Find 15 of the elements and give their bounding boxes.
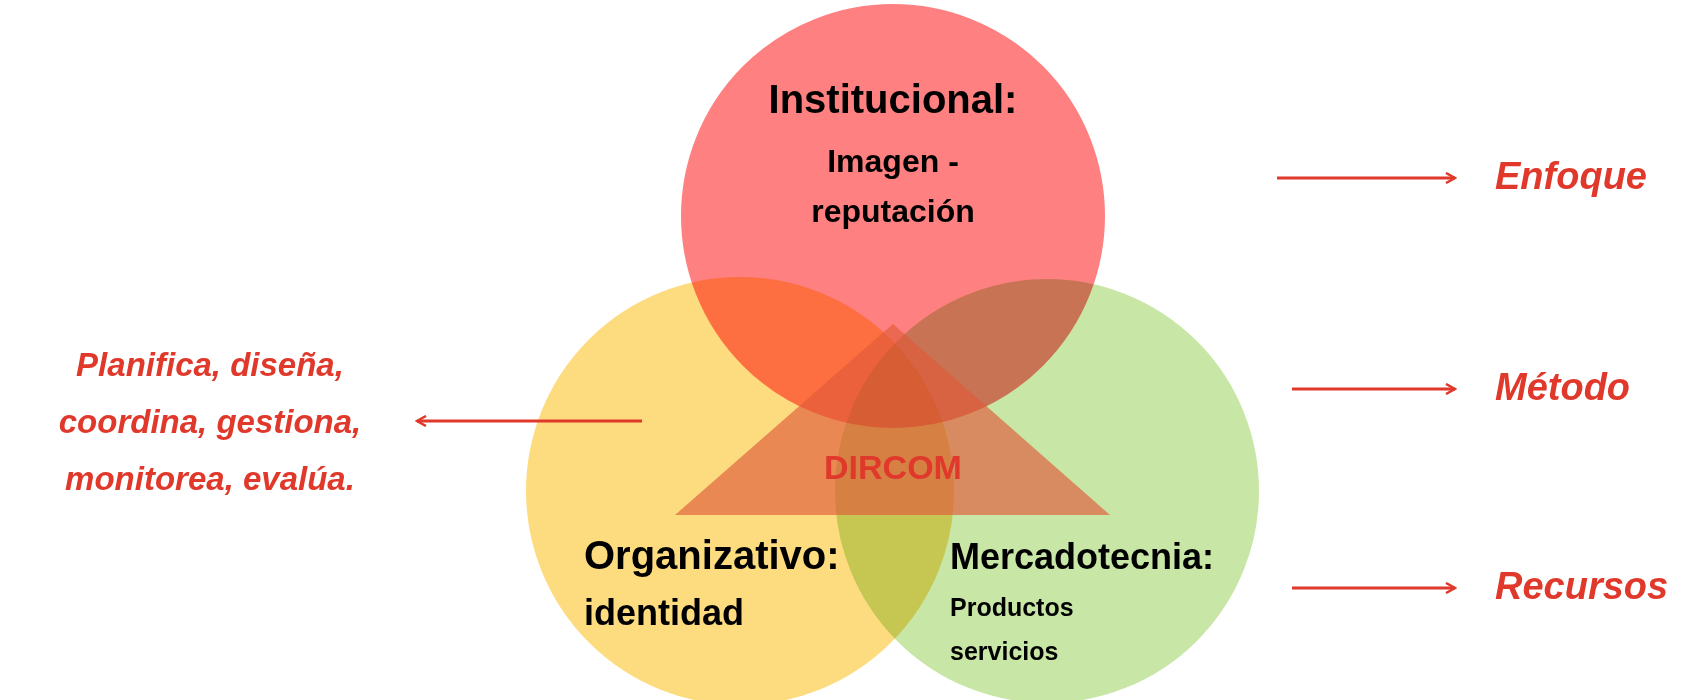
- arrow: [1292, 581, 1457, 595]
- arrow: [1292, 382, 1457, 396]
- aspect-label: Método: [1495, 366, 1631, 410]
- circle-subtitle: Imagen - reputación: [810, 142, 976, 231]
- arrow: [1277, 171, 1457, 185]
- action-text: Planifica, diseña, coordina, gestiona, monitorea, evalúa.: [57, 345, 363, 499]
- aspect-label: Recursos: [1495, 565, 1669, 609]
- aspect-label: Enfoque: [1495, 155, 1647, 199]
- arrow: [415, 414, 642, 428]
- circle-subtitle: identidad: [584, 592, 744, 634]
- circle-subtitle: Productos servicios: [950, 592, 1075, 667]
- circle-title: Organizativo:: [584, 532, 840, 578]
- triangle-label: DIRCOM: [824, 448, 962, 488]
- circle-title: Mercadotecnia:: [950, 536, 1215, 578]
- circle-title: Institucional:: [768, 76, 1018, 122]
